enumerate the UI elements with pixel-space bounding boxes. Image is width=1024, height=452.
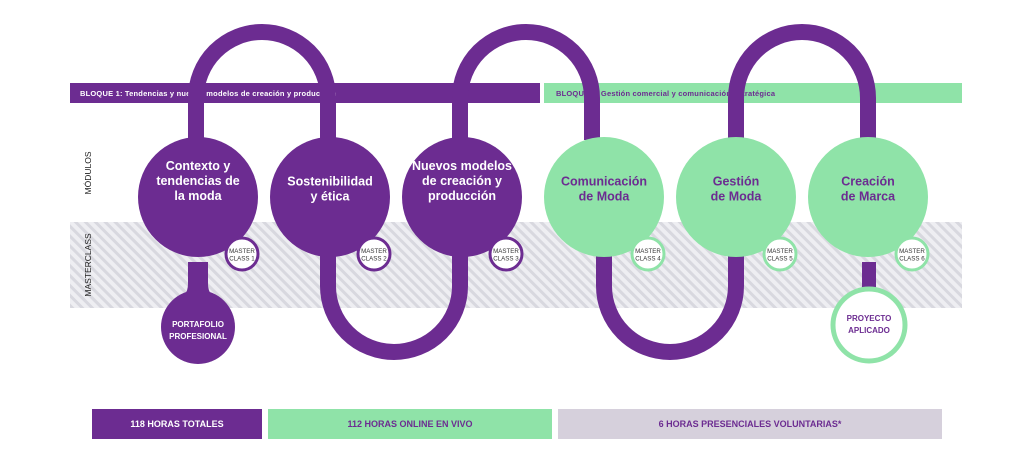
block-2-label: BLOQUE 2: Gestión comercial y comunicaci… [556,89,776,98]
masterclass-label-4-line-1: MASTER [635,248,661,255]
connector-top-3-4-right [525,24,600,140]
module-title-6-line-2: de Marca [841,190,896,204]
masterclass-badge-3 [488,236,524,272]
portfolio-circle [161,290,235,364]
masterclass-label-5-line-2: CLASS 5 [767,256,793,263]
module-title-1-line-2: tendencias de [156,174,239,188]
total-hours-label: 118 HORAS TOTALES [130,419,224,429]
module-circle-1 [138,137,258,257]
masterclass-badge-2 [356,236,392,272]
project-stem [862,262,876,290]
masterclass-badge-4 [630,236,666,272]
project-label-line1: PROYECTO [847,314,892,323]
module-circle-6 [808,137,928,257]
module-title-3-line-2: de creación y [422,174,502,188]
block-2-bar [544,83,962,103]
module-title-1-line-1: Contexto y [166,159,231,173]
connector-bottom-4-5 [596,255,744,360]
masterclass-label-1-line-2: CLASS 1 [229,256,255,263]
portfolio-label-line1: PORTAFOLIO [172,320,224,329]
connector-bottom-2-3 [320,255,468,360]
masterclass-badge-5 [762,236,798,272]
masterclass-label-6-line-1: MASTER [899,248,925,255]
module-title-1-line-3: la moda [174,189,222,203]
block-1-bar [70,83,540,103]
total-hours-bar: 118 HORAS TOTALES [92,409,262,439]
masterclass-side-label: MASTERCLASS [83,233,93,297]
masterclass-label-2-line-1: MASTER [361,248,387,255]
masterclass-badge-6 [894,236,930,272]
module-title-4-line-1: Comunicación [561,175,647,189]
project-label-line2: APLICADO [848,326,890,335]
masterclass-label-3-line-1: MASTER [493,248,519,255]
masterclass-label-4-line-2: CLASS 4 [635,256,661,263]
modules-side-label: MÓDULOS [83,151,93,194]
masterclass-label-1-line-1: MASTER [229,248,255,255]
module-title-2-line-1: Sostenibilidad [287,175,372,189]
module-circle-2 [270,137,390,257]
module-title-5-line-1: Gestión [713,175,760,189]
project-circle [830,286,908,364]
portfolio-label-line2: PROFESIONAL [169,332,227,341]
masterclass-badge-1 [224,236,260,272]
masterclass-label-6-line-2: CLASS 6 [899,256,925,263]
onsite-hours-label: 6 HORAS PRESENCIALES VOLUNTARIAS* [658,419,842,429]
module-title-4-line-2: de Moda [579,190,631,204]
connector-top-1-2 [188,24,336,140]
block-1-label: BLOQUE 1: Tendencias y nuevos modelos de… [80,89,337,98]
online-hours-bar: 112 HORAS ONLINE EN VIVO [268,409,552,439]
online-hours-label: 112 HORAS ONLINE EN VIVO [347,419,473,429]
connector-top-5-6 [728,24,876,140]
masterclass-label-5-line-1: MASTER [767,248,793,255]
module-title-5-line-2: de Moda [711,190,763,204]
masterclass-label-2-line-2: CLASS 2 [361,256,387,263]
masterclass-label-3-line-2: CLASS 3 [493,256,519,263]
module-title-6-line-1: Creación [841,175,895,189]
connector-top-3-4-left [452,24,527,140]
module-title-3-line-3: producción [428,189,496,203]
module-circle-5 [676,137,796,257]
module-circle-3 [402,137,522,257]
onsite-hours-bar: 6 HORAS PRESENCIALES VOLUNTARIAS* [558,409,942,439]
module-title-2-line-2: y ética [311,190,351,204]
module-circle-4 [544,137,664,257]
module-title-3-line-1: Nuevos modelos [412,159,512,173]
